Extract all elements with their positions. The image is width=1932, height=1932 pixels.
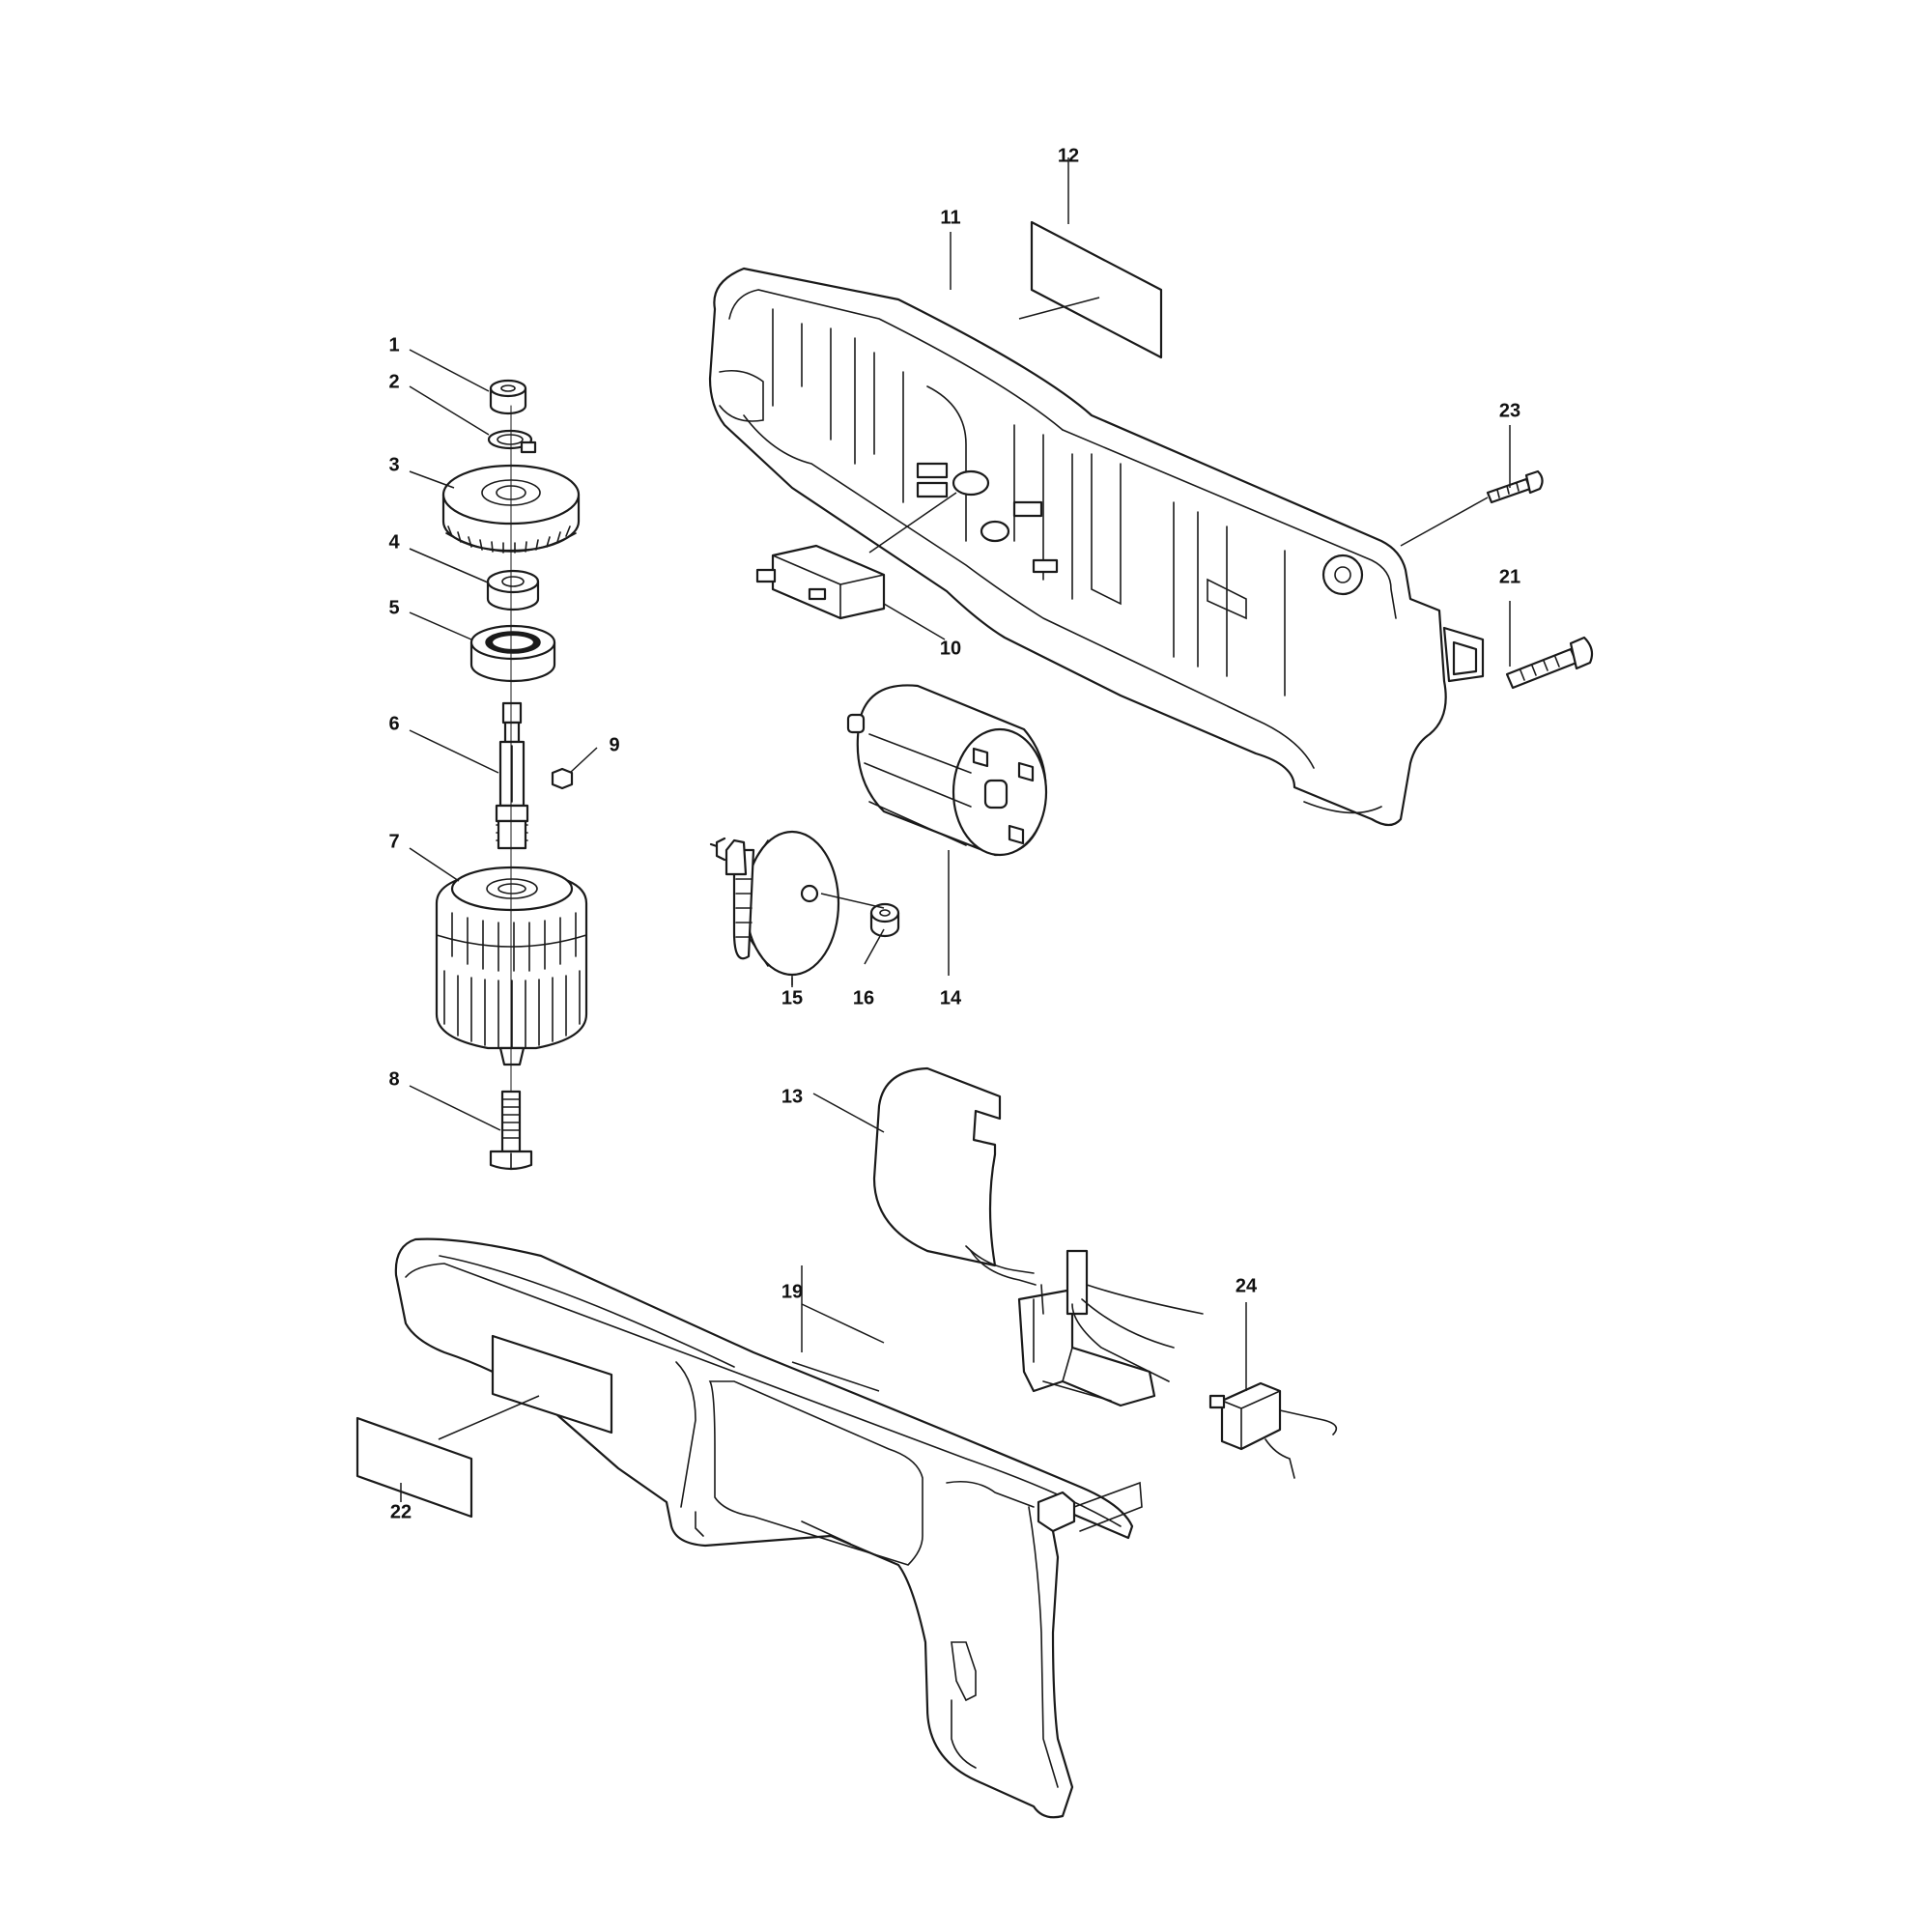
callout-9: 9 (609, 734, 620, 756)
callout-19: 19 (781, 1281, 804, 1303)
callout-6: 6 (388, 713, 400, 735)
callout-10: 10 (939, 638, 962, 660)
part-15-armature (709, 830, 840, 977)
part-24-lever (1208, 1381, 1338, 1479)
label-recess (491, 1334, 613, 1435)
part-12-label (1030, 220, 1163, 359)
part-8-screw (489, 1090, 533, 1171)
part-2-retaining-ring (487, 429, 537, 454)
part-13-brush-holder (1017, 1249, 1204, 1407)
part-16-washer (869, 902, 900, 938)
callout-8: 8 (388, 1068, 400, 1091)
part-23-screw (1486, 469, 1544, 504)
part-14-motor (846, 684, 1048, 857)
callout-11: 11 (940, 207, 961, 229)
callout-12: 12 (1057, 145, 1080, 167)
callout-14: 14 (939, 987, 962, 1009)
callout-13: 13 (781, 1086, 804, 1108)
callout-4: 4 (388, 531, 400, 554)
part-13-cover (872, 1066, 1037, 1286)
callout-5: 5 (388, 597, 400, 619)
callout-23: 23 (1498, 400, 1521, 422)
part-4-bearing (486, 569, 540, 611)
part-9-key (551, 767, 574, 790)
part-1-spacer (489, 379, 527, 415)
callout-2: 2 (388, 371, 400, 393)
callout-21: 21 (1498, 566, 1521, 588)
part-5-ball-bearing (469, 624, 556, 683)
callout-15: 15 (781, 987, 804, 1009)
callout-3: 3 (388, 454, 400, 476)
callout-22: 22 (389, 1501, 412, 1523)
part-6-spindle (495, 701, 529, 850)
callout-1: 1 (388, 334, 400, 356)
callout-7: 7 (388, 831, 400, 853)
part-10-switch (755, 544, 886, 620)
callout-16: 16 (852, 987, 875, 1009)
part-11-housing-half (708, 267, 1485, 827)
leader-lines (400, 157, 1511, 1502)
callout-24: 24 (1235, 1275, 1258, 1297)
part-21-screw (1505, 636, 1594, 690)
part-22-label (355, 1416, 473, 1519)
